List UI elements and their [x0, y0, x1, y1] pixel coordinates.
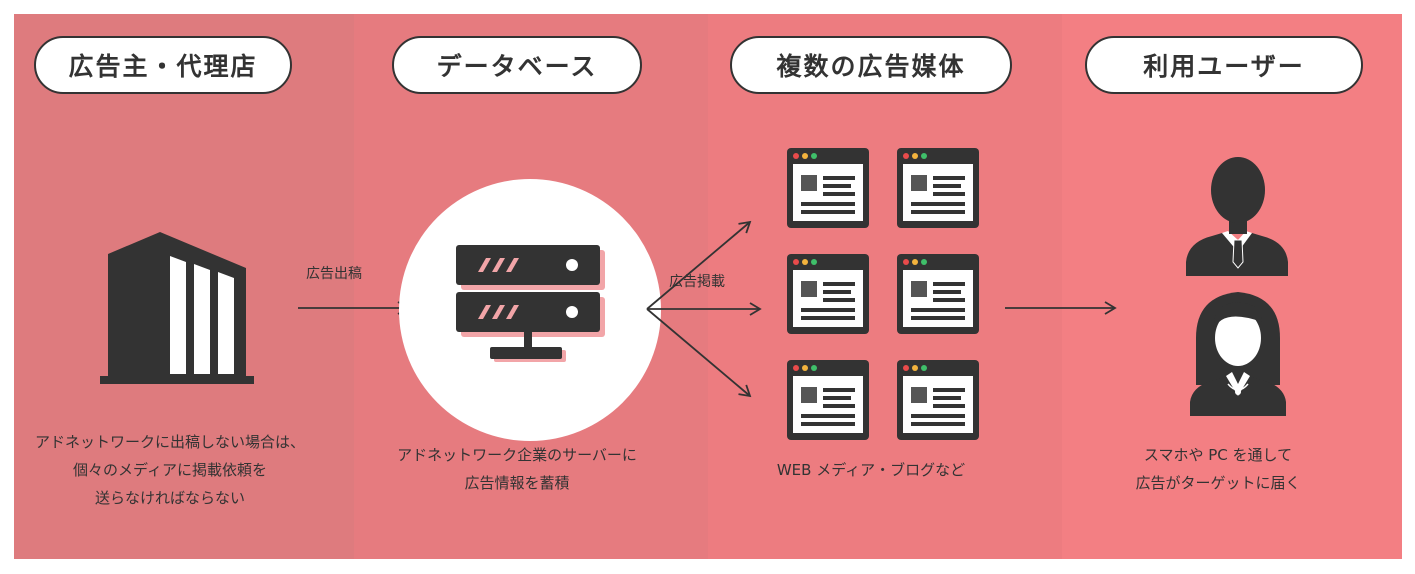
stage-title-users: 利用ユーザー	[1085, 36, 1363, 94]
browser-window-icon	[897, 148, 979, 228]
stage-title-database: データベース	[392, 36, 642, 94]
description-line: アドネットワーク企業のサーバーに	[397, 446, 637, 464]
browser-window-icon	[787, 254, 869, 334]
male-user-icon	[1186, 157, 1288, 276]
publish-arrows	[646, 220, 762, 398]
server-icon	[399, 179, 661, 441]
stage-title-advertiser: 広告主・代理店	[34, 36, 292, 94]
browser-window-icon	[897, 360, 979, 440]
description-line: 広告がターゲットに届く	[1135, 474, 1301, 492]
browser-window-icon	[787, 148, 869, 228]
female-user-icon	[1190, 292, 1286, 416]
panel-media	[708, 14, 1062, 559]
stage-title-media: 複数の広告媒体	[730, 36, 1012, 94]
stage-description-users: スマホや PC を通して 広告がターゲットに届く	[1048, 441, 1388, 497]
browser-window-icon	[787, 360, 869, 440]
description-line: スマホや PC を通して	[1143, 446, 1293, 464]
office-building-icon	[100, 232, 254, 384]
browser-window-icon	[897, 254, 979, 334]
panel-users	[1062, 14, 1402, 559]
stage-description-database: アドネットワーク企業のサーバーに 広告情報を蓄積	[340, 441, 694, 497]
description-line: 個々のメディアに掲載依頼を	[73, 461, 267, 479]
description-line: WEB メディア・ブログなど	[776, 461, 966, 479]
stage-description-media: WEB メディア・ブログなど	[694, 456, 1048, 484]
media-grid	[787, 148, 979, 440]
description-line: 広告情報を蓄積	[464, 474, 570, 492]
description-line: アドネットワークに出稿しない場合は、	[34, 433, 305, 451]
description-line: 送らなければならない	[94, 489, 245, 507]
submit-arrow-label: 広告出稿	[306, 266, 362, 282]
stage-description-advertiser: アドネットワークに出稿しない場合は、 個々のメディアに掲載依頼を 送らなければな…	[0, 428, 340, 512]
publish-arrow-label: 広告掲載	[669, 274, 725, 290]
